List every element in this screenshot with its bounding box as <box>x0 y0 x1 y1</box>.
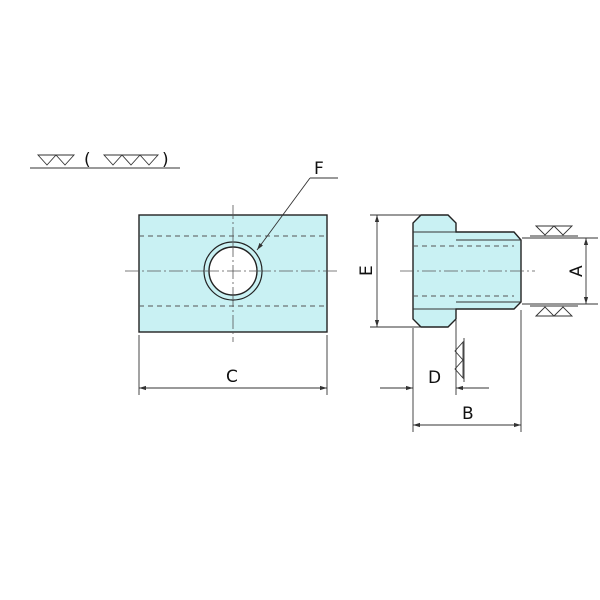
front-view <box>125 205 340 342</box>
dimension-a: A <box>522 237 598 305</box>
label-a: A <box>567 265 587 277</box>
finish-triangles-icon <box>530 225 578 237</box>
leader-f: F <box>256 159 338 251</box>
dimension-c: C <box>138 335 328 395</box>
finish-triangles-icon <box>102 154 160 166</box>
finish-triangles-icon <box>454 338 465 382</box>
label-b: B <box>462 404 474 424</box>
label-e: E <box>357 265 377 276</box>
finish-legend: ( ) <box>30 150 180 170</box>
side-view <box>400 214 535 328</box>
dimension-b: B <box>413 310 522 432</box>
paren-close: ) <box>162 150 169 170</box>
dimension-e: E <box>357 214 421 328</box>
label-d: D <box>428 368 441 388</box>
label-f: F <box>314 159 324 179</box>
label-c: C <box>226 367 238 387</box>
finish-triangles-icon <box>36 154 76 166</box>
finish-triangles-icon <box>530 305 578 317</box>
paren-open: ( <box>84 150 91 170</box>
dimension-d: D <box>380 320 489 432</box>
